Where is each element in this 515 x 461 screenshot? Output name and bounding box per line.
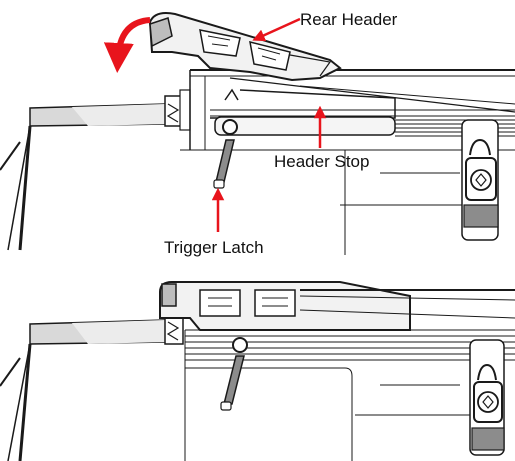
trigger-latch-label: Trigger Latch: [164, 238, 264, 257]
windshield-frame-top: [0, 103, 169, 251]
header-stop-brace: [210, 77, 515, 119]
header-bracket-top: [164, 89, 191, 131]
padlock-icon: [461, 119, 499, 241]
trigger-latch-top: [213, 116, 396, 189]
rear-header-label: Rear Header: [300, 10, 398, 29]
windshield-frame-bottom: [0, 319, 169, 461]
padlock-icon: [469, 339, 505, 456]
rear-header-profile-open: [148, 12, 342, 82]
rear-header-callout-arrow: [252, 17, 301, 42]
rear-header-profile-closed: [159, 281, 515, 331]
header-bracket-bottom: [164, 313, 184, 345]
curved-arrow-icon: [103, 17, 151, 73]
header-stop-label: Header Stop: [274, 152, 370, 171]
trigger-latch-bottom: [220, 337, 248, 411]
top-panel-open-position: [0, 12, 515, 255]
bottom-panel-closed-position: [0, 281, 515, 461]
